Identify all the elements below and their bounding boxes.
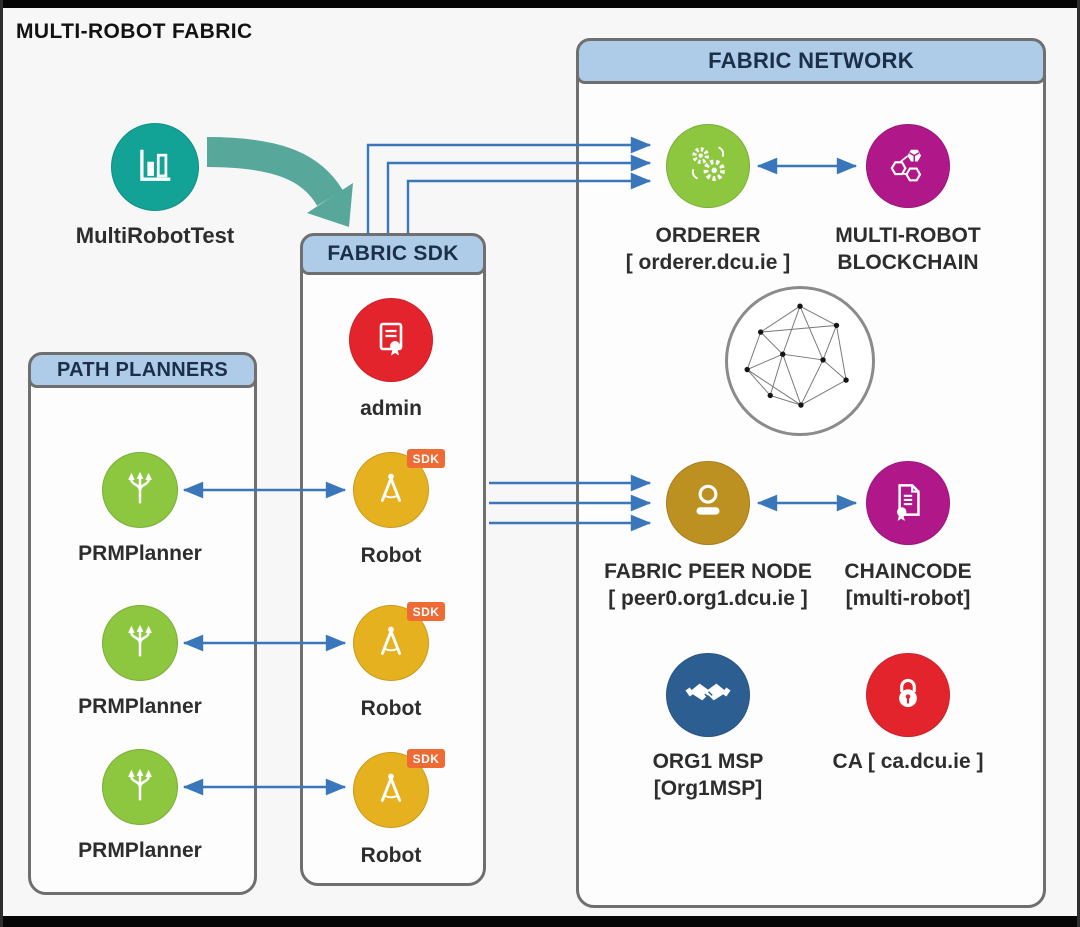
msp-label: ORG1 MSP [652,750,764,773]
bottom-letterbox-bar [0,916,1080,927]
left-frame-edge [0,0,3,927]
path-planners-header: PATH PLANNERS [28,352,257,388]
gears-icon [685,141,731,192]
compass-icon [370,767,412,814]
multirobottest-node [111,123,199,211]
network-graph [725,286,875,436]
prmplanner-node [102,452,178,528]
bar-chart-icon [131,141,179,194]
compass-icon [370,620,412,667]
fabric-network-box: FABRIC NETWORK [576,38,1046,908]
node-graph-icon [728,287,872,436]
sdk-badge: SDK [407,749,445,768]
padlock-icon [885,670,931,721]
orderer-sublabel: [ orderer.dcu.ie ] [625,251,791,274]
right-frame-edge [1077,0,1080,927]
sdk-badge: SDK [407,602,445,621]
branch-arrows-icon [119,467,161,514]
person-icon [685,478,731,529]
hex-cubes-icon [885,141,931,192]
fabric-network-header: FABRIC NETWORK [576,38,1046,84]
document-seal-icon [885,478,931,529]
msp-node [666,653,750,737]
multirobottest-label: MultiRobotTest [75,223,235,248]
robot-label: Robot [360,844,422,867]
admin-label: admin [360,397,422,420]
certificate-icon [369,316,413,365]
flow-arrow [206,137,353,227]
chaincode-label: CHAINCODE [844,560,972,583]
blockchain-node [866,124,950,208]
blockchain-label: MULTI-ROBOT [835,224,981,247]
ca-node [866,653,950,737]
prmplanner-node [102,749,178,825]
peer-node [666,461,750,545]
robot-label: Robot [360,697,422,720]
chaincode-sublabel: [multi-robot] [845,587,971,610]
peer-sublabel: [ peer0.org1.dcu.ie ] [608,587,808,610]
branch-arrows-icon [119,620,161,667]
peer-label: FABRIC PEER NODE [604,560,812,583]
admin-node [349,298,433,382]
top-letterbox-bar [0,0,1080,8]
prmplanner-node [102,605,178,681]
diagram-title: MULTI-ROBOT FABRIC [16,20,253,43]
sdk-badge: SDK [407,449,445,468]
fabric-sdk-header: FABRIC SDK [300,233,486,275]
robot-label: Robot [360,544,422,567]
msp-sublabel: [Org1MSP] [653,777,763,800]
prmplanner-label: PRMPlanner [78,542,202,565]
orderer-label: ORDERER [655,224,761,247]
handshake-icon [685,670,731,721]
prmplanner-label: PRMPlanner [78,695,202,718]
blockchain-sublabel: BLOCKCHAIN [837,251,979,274]
branch-arrows-icon [119,764,161,811]
ca-label: CA [ ca.dcu.ie ] [832,750,984,773]
compass-icon [370,467,412,514]
prmplanner-label: PRMPlanner [78,839,202,862]
orderer-node [666,124,750,208]
chaincode-node [866,461,950,545]
